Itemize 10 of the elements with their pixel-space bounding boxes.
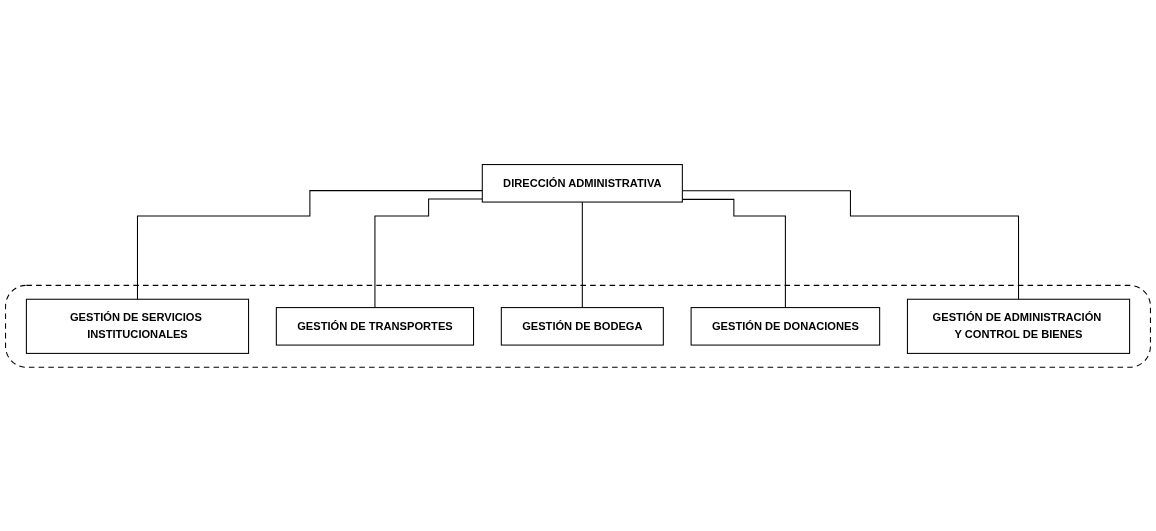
cluster	[5, 284, 1151, 368]
node-box: DIRECCIÓN ADMINISTRATIVA	[481, 163, 683, 203]
node-box: GESTIÓN DE DONACIONES	[690, 306, 881, 346]
connector	[374, 198, 483, 308]
node-box: GESTIÓN DE BODEGA	[500, 306, 664, 346]
node-box: GESTIÓN DE ADMINISTRACIÓN Y CONTROL DE BIENES	[906, 298, 1131, 354]
connector	[136, 189, 483, 300]
connector	[581, 201, 583, 308]
node-box: GESTIÓN DE TRANSPORTES	[275, 306, 475, 346]
node-box: GESTIÓN DE SERVICIOS INSTITUCIONALES	[25, 298, 250, 354]
